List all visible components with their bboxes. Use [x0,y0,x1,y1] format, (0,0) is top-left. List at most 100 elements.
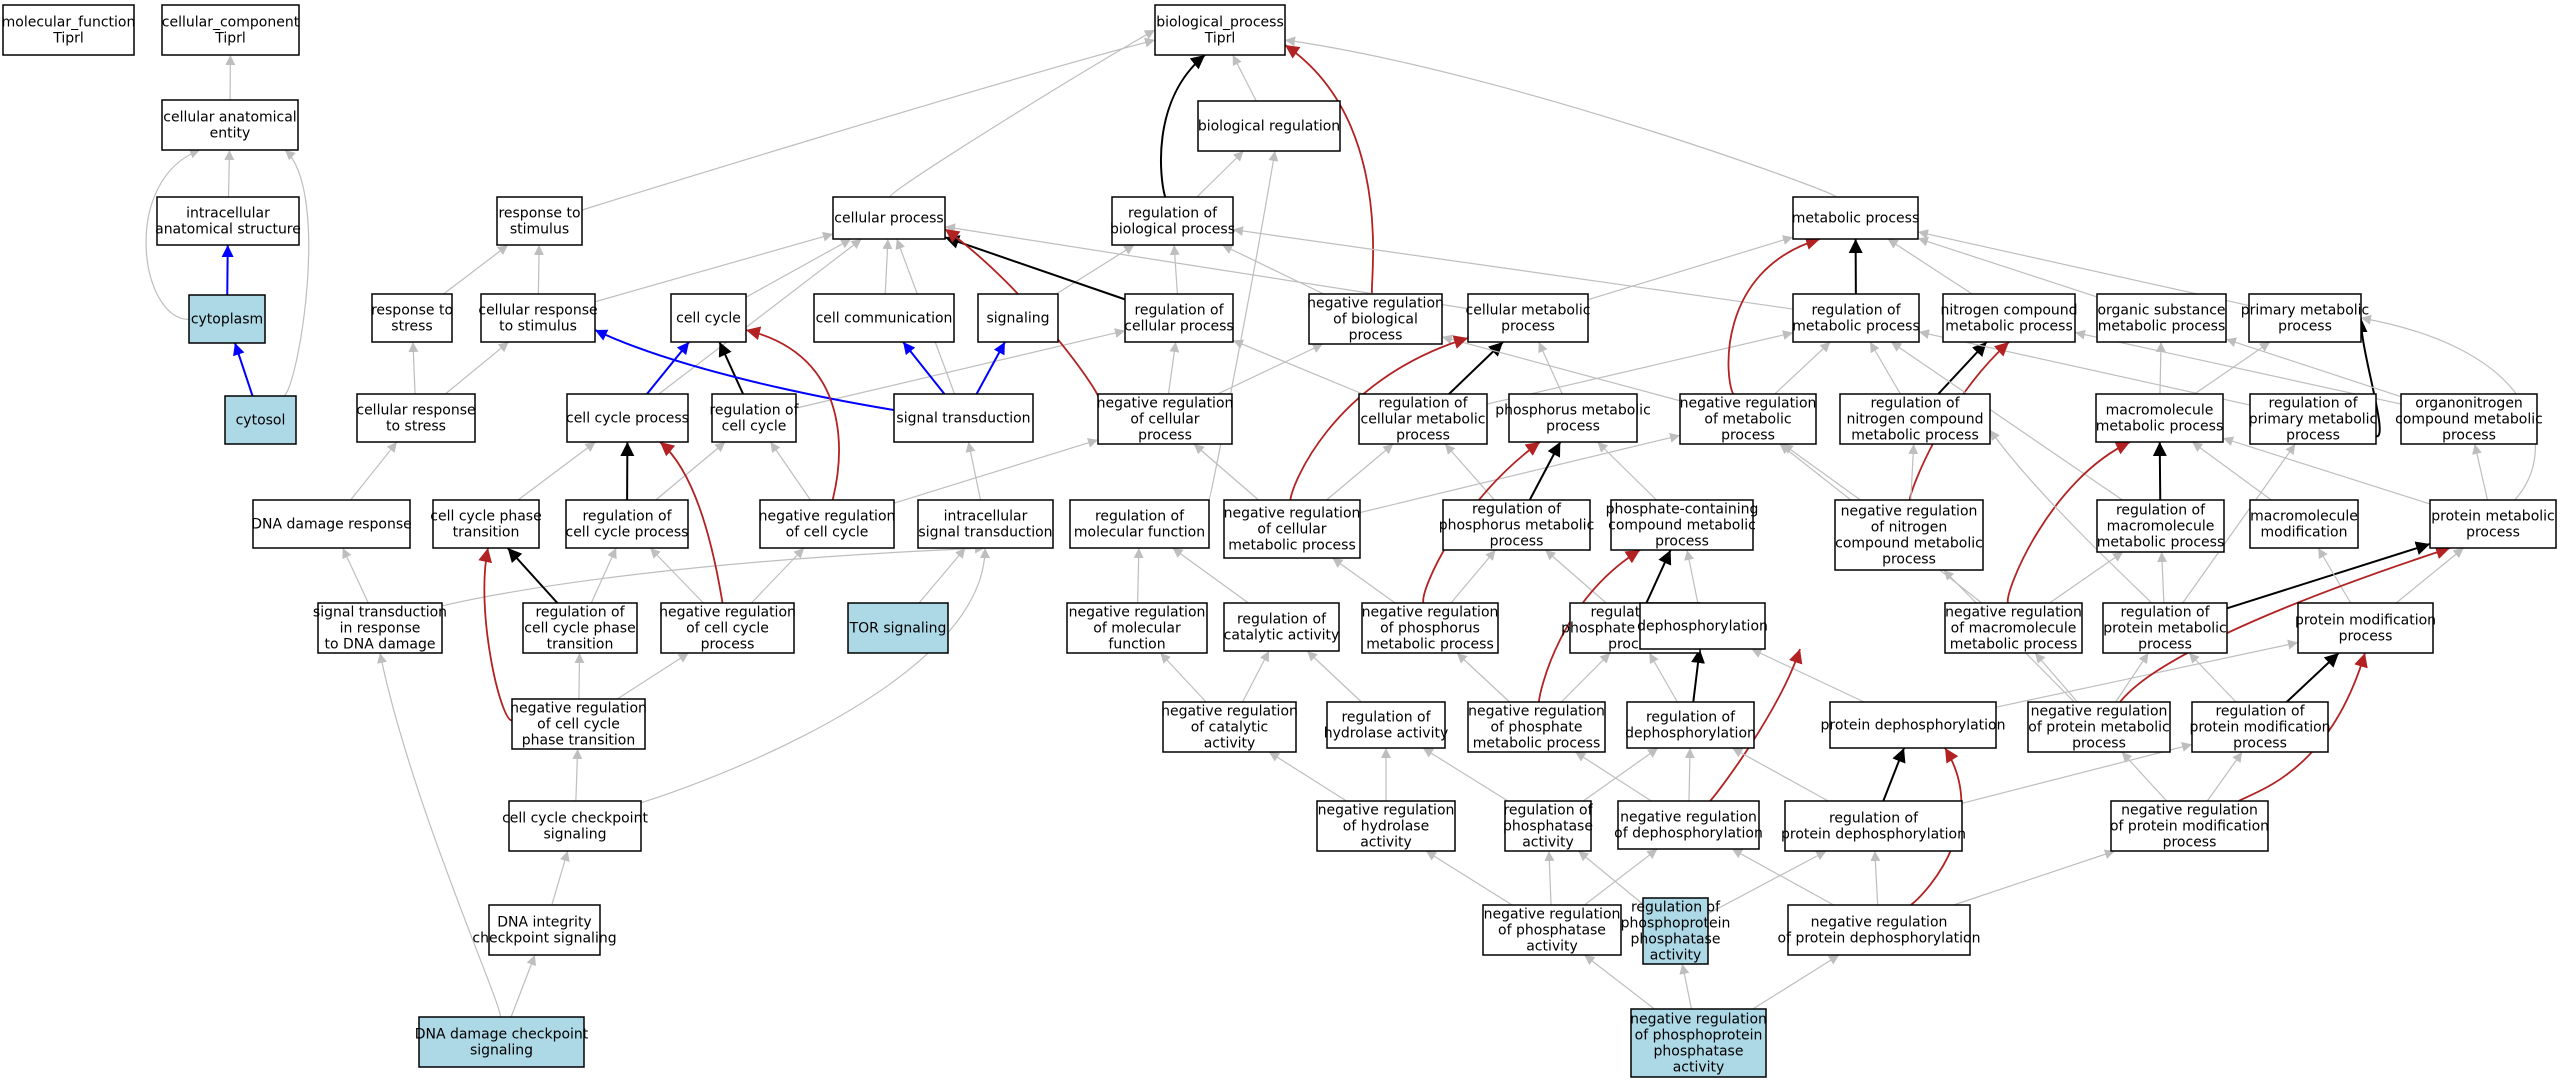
go-term-node-sig[interactable]: signaling [977,293,1059,343]
go-term-node-mp[interactable]: metabolic process [1792,196,1920,240]
go-term-node-cytosol[interactable]: cytosol [224,395,297,445]
go-term-node-st[interactable]: signal transduction [893,393,1034,443]
node-label-line: activity [1650,947,1702,963]
edge-is-a-ncmp-to-mp [1887,238,1973,295]
go-term-node-tor[interactable]: TOR signaling [847,602,949,654]
go-term-node-cp[interactable]: cellular process [832,196,946,240]
go-term-node-breg[interactable]: biological regulation [1197,100,1341,152]
edge-regulates-rpdeph-to-pdeph [1882,747,1906,802]
node-box [2249,499,2359,549]
node-label-line: macromolecule [2106,402,2214,418]
edge-is-a-nrppa-to-nrpa [1584,954,1655,1010]
edge-is-a-nrpdeph-to-nrpm [1953,849,2116,906]
go-term-node-ccom[interactable]: cell communication [813,293,955,343]
go-term-node-cc_cycle[interactable]: cell cycle [670,293,747,343]
go-term-node-pdeph[interactable]: protein dephosphorylation [1821,701,2006,749]
node-label-line: negative regulation [510,700,647,716]
go-term-node-deph[interactable]: dephosphorylation [1637,602,1768,650]
node-label-line: negative regulation [1945,604,2082,620]
node-label-line: cell cycle phase [524,620,635,636]
edge-is-a-rtstress-to-rts [443,244,509,295]
node-label-line: regulation of [1134,302,1224,318]
node-label-line: of macromolecule [1951,620,2077,636]
node-label-line: metabolic process [2096,418,2224,434]
go-term-node-rppa[interactable]: regulation ofphosphoproteinphosphataseac… [1621,897,1731,965]
node-label-line: negative regulation [1630,1011,1767,1027]
node-box [356,393,476,443]
edge-is-a-cyto-to-cae [145,148,201,321]
go-term-node-cyto[interactable]: cytoplasm [188,294,266,344]
go-term-node-ccp[interactable]: cell cycle process [566,393,689,443]
node-box [1626,701,1755,749]
node-label-line: Tiprl [1204,30,1236,46]
node-label-line: hydrolase activity [1324,725,1449,741]
go-term-node-dnadr[interactable]: DNA damage response [251,499,412,549]
